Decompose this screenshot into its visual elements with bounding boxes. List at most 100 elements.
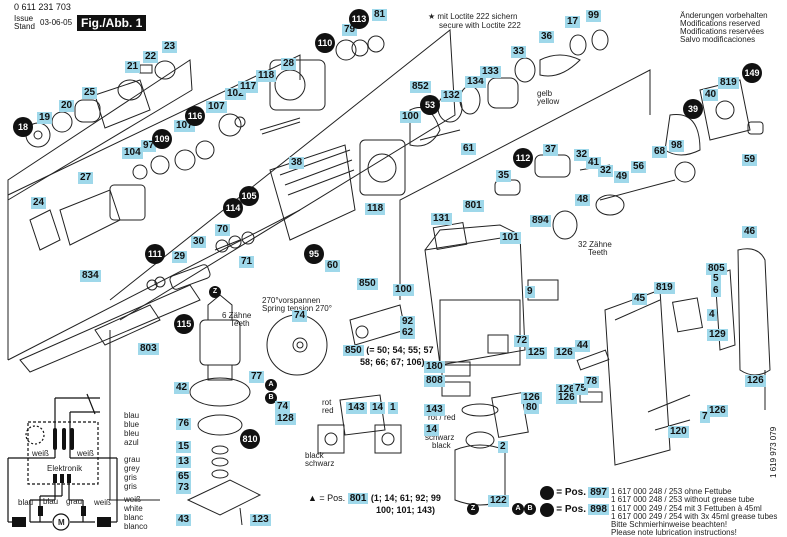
part-label[interactable]: 98 xyxy=(669,140,685,152)
part-label[interactable]: 72 xyxy=(514,335,530,347)
part-label[interactable]: 24 xyxy=(31,197,47,209)
part-label[interactable]: 59 xyxy=(742,154,758,166)
part-label-lubricated[interactable]: 39 xyxy=(683,99,703,119)
part-label-lubricated[interactable]: 112 xyxy=(513,148,533,168)
part-label[interactable]: 13 xyxy=(176,456,192,468)
part-label[interactable]: 14 xyxy=(370,402,386,414)
part-label[interactable]: 74 xyxy=(292,310,308,322)
part-label-lubricated[interactable]: 18 xyxy=(13,117,33,137)
part-label[interactable]: 43 xyxy=(176,514,192,526)
part-label[interactable]: 21 xyxy=(125,61,141,73)
part-label[interactable]: 104 xyxy=(122,147,143,159)
part-label[interactable]: 99 xyxy=(586,10,602,22)
part-label[interactable]: 23 xyxy=(162,41,178,53)
part-label[interactable]: 100 xyxy=(393,284,414,296)
part-label[interactable]: 19 xyxy=(37,112,53,124)
part-label[interactable]: 117 xyxy=(238,81,259,93)
part-label[interactable]: 6 xyxy=(711,285,721,297)
part-label[interactable]: 56 xyxy=(631,161,647,173)
part-label[interactable]: 15 xyxy=(176,441,192,453)
part-label[interactable]: 852 xyxy=(410,81,431,93)
part-label[interactable]: 1 xyxy=(388,402,398,414)
part-label[interactable]: 126 xyxy=(521,392,542,404)
part-label[interactable]: 180 xyxy=(424,361,445,373)
part-label[interactable]: 73 xyxy=(176,482,192,494)
part-label[interactable]: 801 xyxy=(463,200,484,212)
part-label[interactable]: 40 xyxy=(703,89,719,101)
part-label[interactable]: 101 xyxy=(500,232,521,244)
part-label[interactable]: 20 xyxy=(59,100,75,112)
part-label[interactable]: 805 xyxy=(706,263,727,275)
part-label[interactable]: 70 xyxy=(215,224,231,236)
part-label[interactable]: 41 xyxy=(586,157,602,169)
part-label[interactable]: 126 xyxy=(554,347,575,359)
part-label[interactable]: 30 xyxy=(191,236,207,248)
part-label[interactable]: 118 xyxy=(365,203,386,215)
part-label[interactable]: 92 xyxy=(400,316,416,328)
part-label[interactable]: 131 xyxy=(431,213,452,225)
part-label[interactable]: 125 xyxy=(526,347,547,359)
part-label[interactable]: 35 xyxy=(496,170,512,182)
part-label[interactable]: 32 xyxy=(574,149,590,161)
part-label[interactable]: 46 xyxy=(742,226,758,238)
part-label[interactable]: 76 xyxy=(176,418,192,430)
part-label[interactable]: 68 xyxy=(652,146,668,158)
part-label[interactable]: 133 xyxy=(480,66,501,78)
part-label[interactable]: 78 xyxy=(584,376,600,388)
part-label[interactable]: 118 xyxy=(256,70,277,82)
part-label[interactable]: 62 xyxy=(400,327,416,339)
part-label[interactable]: 122 xyxy=(488,495,509,507)
part-label[interactable]: 74 xyxy=(275,401,291,413)
part-label[interactable]: 834 xyxy=(80,270,101,282)
part-label[interactable]: 9 xyxy=(525,286,535,298)
part-label[interactable]: 819 xyxy=(718,77,739,89)
legend-898-pos[interactable]: 898 xyxy=(588,504,609,516)
legend-897-pos[interactable]: 897 xyxy=(588,487,609,499)
part-label[interactable]: 36 xyxy=(539,31,555,43)
part-label[interactable]: 123 xyxy=(250,514,271,526)
part-label[interactable]: 61 xyxy=(461,143,477,155)
part-label[interactable]: 80 xyxy=(524,402,540,414)
part-label[interactable]: 126 xyxy=(745,375,766,387)
part-label[interactable]: 27 xyxy=(78,172,94,184)
part-label[interactable]: 37 xyxy=(543,144,559,156)
part-label-lubricated[interactable]: 109 xyxy=(152,129,172,149)
part-label[interactable]: 134 xyxy=(465,76,486,88)
part-label[interactable]: 71 xyxy=(239,256,255,268)
part-label-lubricated[interactable]: 113 xyxy=(349,9,369,29)
part-label[interactable]: 143 xyxy=(346,402,367,414)
part-label[interactable]: 81 xyxy=(372,9,388,21)
part-label-lubricated[interactable]: 110 xyxy=(315,33,335,53)
part-label[interactable]: 14 xyxy=(424,424,440,436)
part-label[interactable]: 49 xyxy=(614,171,630,183)
part-label[interactable]: 60 xyxy=(325,260,341,272)
part-label-lubricated[interactable]: 95 xyxy=(304,244,324,264)
part-label[interactable]: 42 xyxy=(174,382,190,394)
part-label[interactable]: 819 xyxy=(654,282,675,294)
part-label[interactable]: 22 xyxy=(143,51,159,63)
legend-801-pos[interactable]: 801 xyxy=(347,493,369,504)
part-label[interactable]: 894 xyxy=(530,215,551,227)
part-label[interactable]: 17 xyxy=(565,16,581,28)
part-label[interactable]: 28 xyxy=(281,58,297,70)
part-label[interactable]: 65 xyxy=(176,471,192,483)
part-label[interactable]: 45 xyxy=(632,293,648,305)
part-label[interactable]: 2 xyxy=(498,441,508,453)
part-label[interactable]: 25 xyxy=(82,87,98,99)
part-label[interactable]: 77 xyxy=(249,371,265,383)
part-label[interactable]: 803 xyxy=(138,343,159,355)
part-label[interactable]: 44 xyxy=(575,340,591,352)
part-label[interactable]: 126 xyxy=(707,405,728,417)
part-label-lubricated[interactable]: 114 xyxy=(223,198,243,218)
part-label[interactable]: 128 xyxy=(275,413,296,425)
part-label-lubricated[interactable]: 149 xyxy=(742,63,762,83)
part-label[interactable]: 120 xyxy=(668,426,689,438)
part-label[interactable]: 48 xyxy=(575,194,591,206)
part-label[interactable]: 5 xyxy=(711,273,721,285)
part-label-lubricated[interactable]: 105 xyxy=(239,186,259,206)
part-label[interactable]: 4 xyxy=(707,309,717,321)
legend-850-pos[interactable]: 850 xyxy=(343,345,364,356)
part-label[interactable]: 33 xyxy=(511,46,527,58)
part-label-lubricated[interactable]: 116 xyxy=(185,106,205,126)
part-label-lubricated[interactable]: 810 xyxy=(240,429,260,449)
